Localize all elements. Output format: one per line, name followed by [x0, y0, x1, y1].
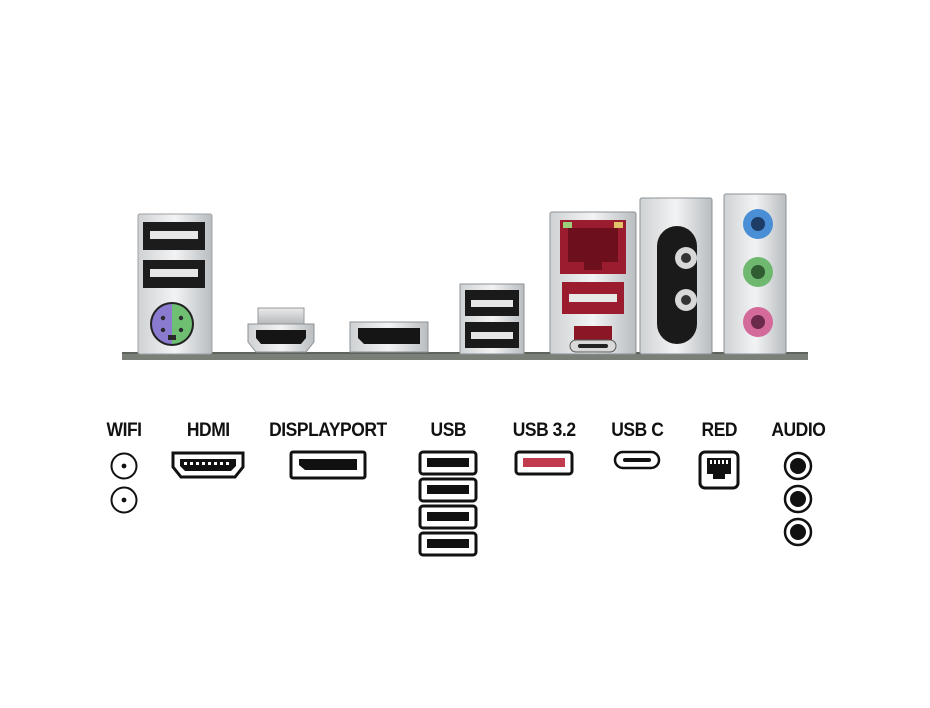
audio-jack-icon	[783, 484, 813, 514]
usb-a-icon	[418, 531, 478, 557]
audio-jack-icon	[783, 451, 813, 481]
legend-hdmi: HDMI	[168, 420, 248, 480]
lan-usb32-usbc-stack	[549, 211, 637, 355]
legend-displayport: DISPLAYPORT	[268, 420, 388, 480]
legend-label-usbc: USB C	[610, 420, 664, 441]
legend-label-usb: USB	[430, 420, 466, 441]
legend-red: RED	[696, 420, 742, 490]
legend-label-red: RED	[701, 420, 737, 441]
legend-label-displayport: DISPLAYPORT	[269, 420, 387, 441]
usb32-icon	[514, 450, 574, 476]
rear-io-panel-illustration	[122, 193, 808, 360]
displayport-icon	[289, 450, 367, 480]
legend-wifi: WIFI	[104, 420, 144, 516]
wifi-antenna-icon	[110, 486, 138, 514]
hdmi-icon	[171, 451, 245, 479]
legend-label-hdmi: HDMI	[186, 420, 230, 441]
dual-usb-port	[459, 283, 525, 355]
usb-a-icon	[418, 450, 478, 476]
legend-label-audio: AUDIO	[770, 420, 826, 441]
legend-usb: USB	[418, 420, 478, 557]
ethernet-icon	[698, 450, 740, 490]
wifi-antenna-icon	[110, 452, 138, 480]
legend-label-usb32: USB 3.2	[512, 420, 576, 441]
pcb-board	[122, 352, 808, 360]
hdmi-port	[247, 307, 315, 353]
usb-a-icon	[418, 504, 478, 530]
legend-usbc: USB C	[606, 420, 668, 470]
audio-jack-icon	[783, 517, 813, 547]
legend-audio: AUDIO	[770, 420, 826, 548]
wifi-antenna-block	[639, 197, 713, 355]
legend-label-wifi: WIFI	[106, 420, 142, 441]
usb-a-icon	[418, 477, 478, 503]
displayport-port	[349, 321, 429, 353]
usb-c-icon	[613, 450, 661, 470]
legend-usb32: USB 3.2	[506, 420, 582, 476]
audio-jack-stack	[723, 193, 787, 355]
ps2-usb-stack	[137, 213, 213, 355]
